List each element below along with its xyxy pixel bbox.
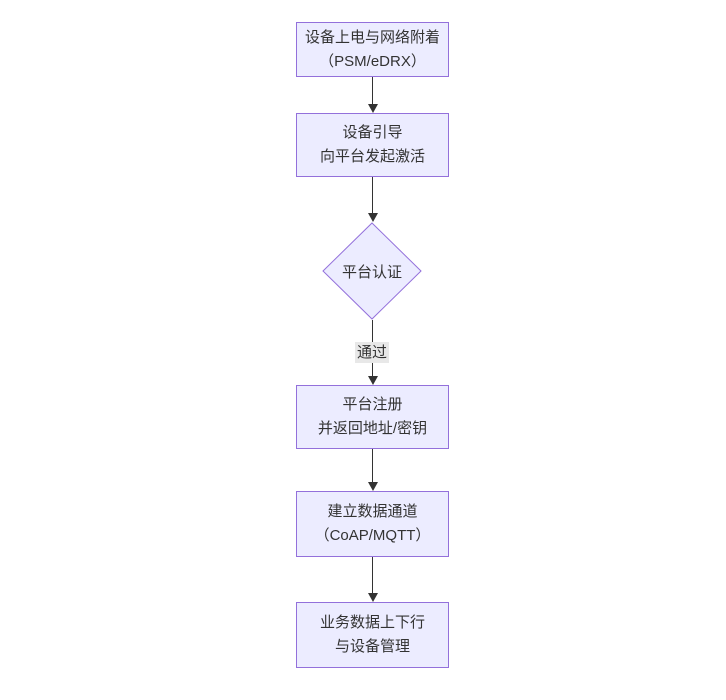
- arrow-line: [372, 177, 373, 213]
- edge-bootstrap-to-auth: [367, 177, 378, 222]
- node-label-line: 建立数据通道: [327, 503, 418, 520]
- node-channel: 建立数据通道 （CoAP/MQTT）: [296, 491, 449, 557]
- node-power-on: 设备上电与网络附着 （PSM/eDRX）: [296, 22, 449, 77]
- node-label-line: 平台注册: [342, 396, 403, 413]
- node-label-line: 向平台发起激活: [319, 148, 425, 165]
- node-label-line: （CoAP/MQTT）: [314, 527, 431, 544]
- node-label-line: 与设备管理: [334, 638, 410, 655]
- node-business: 业务数据上下行 与设备管理: [296, 602, 449, 668]
- node-label-line: （PSM/eDRX）: [319, 52, 426, 70]
- edge-register-to-channel: [367, 449, 378, 491]
- diamond-shape: [322, 222, 422, 320]
- node-label-line: 业务数据上下行: [319, 614, 425, 631]
- node-auth-decision: 平台认证: [322, 222, 422, 320]
- arrow-line: [372, 449, 373, 482]
- arrow-head-icon: [367, 482, 378, 491]
- node-label-line: 设备引导: [342, 124, 403, 141]
- arrow-line: [372, 557, 373, 593]
- edge-power-on-to-bootstrap: [367, 77, 378, 113]
- node-register: 平台注册 并返回地址/密钥: [296, 385, 449, 449]
- arrow-head-icon: [367, 213, 378, 222]
- arrow-line: [372, 77, 373, 104]
- node-bootstrap: 设备引导 向平台发起激活: [296, 113, 449, 177]
- arrow-head-icon: [367, 104, 378, 113]
- node-label-line: 设备上电与网络附着: [304, 28, 440, 46]
- node-label-line: 并返回地址/密钥: [317, 420, 428, 437]
- arrow-head-icon: [367, 593, 378, 602]
- arrow-head-icon: [367, 376, 378, 385]
- edge-channel-to-business: [367, 557, 378, 602]
- node-label-line: 平台认证: [341, 263, 402, 281]
- edge-label-pass: 通过: [354, 342, 390, 363]
